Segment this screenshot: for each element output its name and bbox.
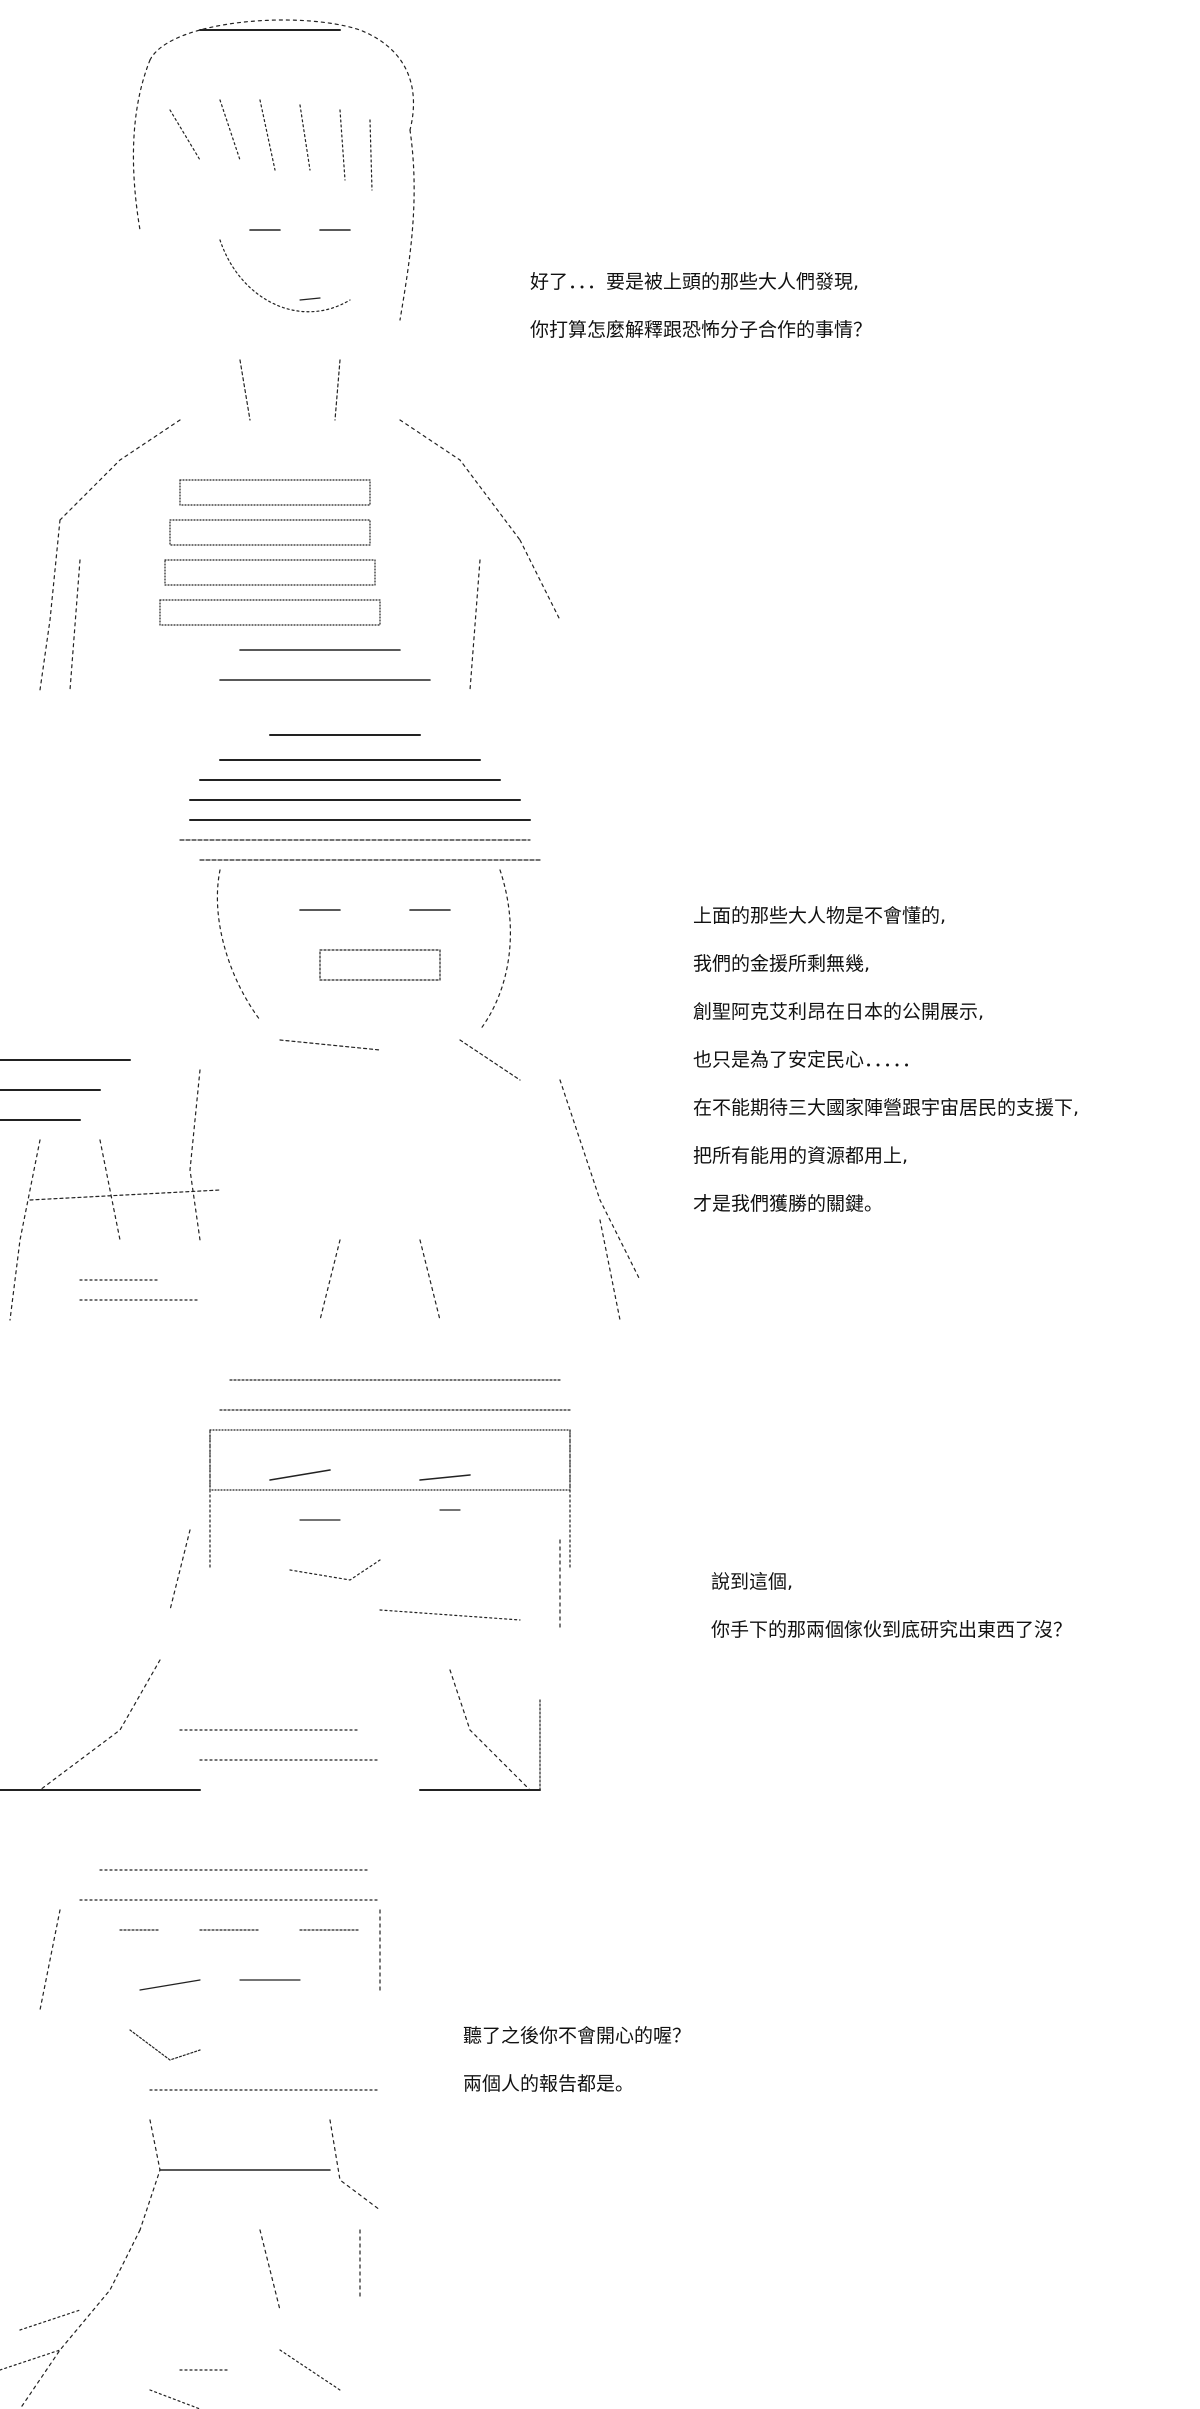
panel-3: 說到這個, 你手下的那兩個傢伙到底研究出東西了沒？ — [0, 1360, 1200, 1840]
panel-1: 好了．．．要是被上頭的那些大人們發現, 你打算怎麼解釋跟恐怖分子合作的事情？ — [0, 0, 1200, 700]
ascii-art-figure-officer — [0, 720, 670, 1340]
dialog-line: 我們的金援所剩無幾, — [693, 953, 871, 975]
dialog-line: 聽了之後你不會開心的喔？ — [463, 2025, 692, 2047]
panel-4: 聽了之後你不會開心的喔？ 兩個人的報告都是。 — [0, 1850, 1200, 2409]
ascii-art-figure-closeup — [0, 1370, 600, 1810]
panel-2: 上面的那些大人物是不會懂的, 我們的金援所剩無幾, 創聖阿克艾利昂在日本的公開展… — [0, 720, 1200, 1340]
dialog-line: 上面的那些大人物是不會懂的, — [693, 905, 947, 927]
dialog-line: 說到這個, — [711, 1571, 794, 1593]
dialog-text: 上面的那些大人物是不會懂的, 我們的金援所剩無幾, 創聖阿克艾利昂在日本的公開展… — [693, 892, 1079, 1228]
dialog-line: 也只是為了安定民心．．．．． — [693, 1049, 922, 1071]
dialog-line: 你手下的那兩個傢伙到底研究出東西了沒？ — [711, 1619, 1073, 1641]
ascii-art-figure-girl — [0, 0, 580, 700]
dialog-line: 創聖阿克艾利昂在日本的公開展示, — [693, 1001, 985, 1023]
dialog-text: 聽了之後你不會開心的喔？ 兩個人的報告都是。 — [463, 2012, 691, 2108]
dialog-text: 說到這個, 你手下的那兩個傢伙到底研究出東西了沒？ — [711, 1558, 1072, 1654]
dialog-line: 在不能期待三大國家陣營跟宇宙居民的支援下, — [693, 1097, 1080, 1119]
dialog-line: 好了．．．要是被上頭的那些大人們發現, — [530, 271, 860, 293]
dialog-line: 才是我們獲勝的關鍵。 — [693, 1193, 884, 1215]
dialog-line: 兩個人的報告都是。 — [463, 2073, 635, 2095]
dialog-line: 你打算怎麼解釋跟恐怖分子合作的事情？ — [530, 319, 873, 341]
dialog-line: 把所有能用的資源都用上, — [693, 1145, 909, 1167]
ascii-art-figure-seated — [0, 1850, 420, 2409]
dialog-text: 好了．．．要是被上頭的那些大人們發現, 你打算怎麼解釋跟恐怖分子合作的事情？ — [530, 258, 872, 354]
